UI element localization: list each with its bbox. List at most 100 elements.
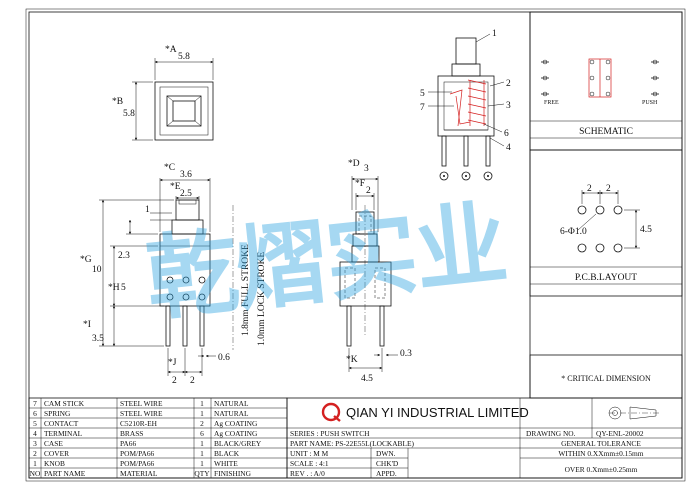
front-view [99, 178, 234, 376]
critical-dimension-note: * CRITICAL DIMENSION [561, 374, 651, 383]
bom-cell-no: 7 [33, 399, 37, 408]
dim-03-value: 0.3 [400, 349, 412, 359]
pcb-frame [529, 149, 683, 297]
title-block-grid [286, 397, 683, 479]
dim-c-label: *C [164, 163, 175, 173]
bom-cell-part-name: KNOB [44, 459, 65, 468]
company-logo-icon [321, 402, 341, 422]
bom-cell-no: 2 [33, 449, 37, 458]
lock-stroke-label: 1.0mm LOCK STROKE [257, 252, 267, 346]
bom-cell-qty: 1 [200, 449, 204, 458]
dim-i-label: *I [83, 320, 91, 330]
bom-cell-material: BRASS [120, 429, 143, 438]
bom-cell-qty: 1 [200, 459, 204, 468]
bom-header-qty: QTY [194, 469, 210, 478]
tb-drawing-no-label: DRAWING NO. [526, 429, 576, 438]
bom-cell-qty: 1 [200, 439, 204, 448]
bom-cell-material: PA66 [120, 439, 136, 448]
bom-cell-part-name: COVER [44, 449, 69, 458]
dim-23-value: 2.3 [118, 251, 130, 261]
dim-d-label: *D [348, 159, 360, 169]
full-stroke-label: 1.8mm FULL STROKE [241, 244, 251, 336]
tb-rev: REV . : A/0 [290, 469, 325, 478]
dim-f-value: 2 [366, 186, 371, 196]
callout-2: 2 [506, 79, 511, 89]
schematic-push-label: PUSH [642, 100, 658, 106]
tb-tolerance-over: OVER 0.Xmm±0.25mm [565, 465, 638, 474]
bom-cell-no: 4 [33, 429, 37, 438]
top-view [132, 58, 214, 141]
tb-scale: SCALE : 4:1 [290, 459, 329, 468]
bom-header-material: MATERIAL [120, 469, 158, 478]
bom-cell-finishing: Ag COATING [214, 429, 258, 438]
section-view [428, 33, 505, 181]
bom-header-no: NO [30, 469, 41, 478]
dim-g-value: 10 [92, 265, 102, 275]
bom-cell-part-name: CONTACT [44, 419, 79, 428]
dim-j-label: *J [168, 358, 177, 368]
bom-cell-finishing: NATURAL [214, 409, 249, 418]
dim-i-value: 3.5 [92, 334, 104, 344]
schematic-symbols [530, 58, 682, 139]
dim-e-label: *E [170, 182, 181, 192]
bom-cell-no: 6 [33, 409, 37, 418]
dim-h-label: *H [108, 283, 120, 293]
bom-cell-no: 5 [33, 419, 37, 428]
pcb-layout-drawing [530, 190, 682, 285]
tb-series: SERIES : PUSH SWITCH [290, 429, 370, 438]
tb-dwn: DWN. [376, 449, 396, 458]
bom-cell-material: STEEL WIRE [120, 409, 163, 418]
callout-3: 3 [506, 101, 511, 111]
pcb-title: P.C.B.LAYOUT [575, 273, 637, 283]
dim-06-value: 0.6 [218, 353, 230, 363]
front-pitch-2: 2 [190, 376, 195, 386]
dim-c-value: 3.6 [180, 170, 192, 180]
bom-cell-part-name: CAM STICK [44, 399, 85, 408]
tb-part-name: PART NAME: PS-22E55L(LOCKABLE) [290, 439, 415, 448]
bom-cell-finishing: WHITE [214, 459, 238, 468]
bom-cell-qty: 6 [200, 429, 204, 438]
dim-a-label: *A [165, 45, 177, 55]
watermark-text: 乾熠实业 [141, 190, 510, 334]
tb-tolerance-within: WITHIN 0.XXmm±0.15mm [558, 449, 643, 458]
dim-k-label: *K [346, 355, 358, 365]
callout-6: 6 [504, 129, 509, 139]
bom-cell-part-name: TERMINAL [44, 429, 83, 438]
bom-cell-no: 1 [33, 459, 37, 468]
company-name: QIAN YI INDUSTRIAL LIMITED [346, 405, 529, 420]
bom-cell-material: POM/PA66 [120, 459, 155, 468]
tb-tolerance-title: GENERAL TOLERANCE [561, 439, 641, 448]
bom-cell-finishing: NATURAL [214, 399, 249, 408]
bom-cell-part-name: CASE [44, 439, 63, 448]
bom-cell-finishing: BLACK [214, 449, 240, 458]
bom-cell-finishing: Ag COATING [214, 419, 258, 428]
dim-1-value: 1 [145, 205, 150, 215]
bom-cell-no: 3 [33, 439, 37, 448]
callout-4: 4 [506, 143, 511, 153]
callout-1: 1 [492, 29, 497, 39]
dim-k-value: 4.5 [361, 374, 373, 384]
dim-d-value: 3 [364, 164, 369, 174]
bom-cell-qty: 2 [200, 419, 204, 428]
callout-5: 5 [420, 89, 425, 99]
dim-b-value: 5.8 [123, 109, 135, 119]
front-pitch-1: 2 [172, 376, 177, 386]
bom-cell-qty: 1 [200, 409, 204, 418]
bom-cell-qty: 1 [200, 399, 204, 408]
bom-cell-material: C5210R-EH [120, 419, 158, 428]
tb-drawing-no-value: QY-ENL-20002 [596, 429, 644, 438]
bom-cell-material: STEEL WIRE [120, 399, 163, 408]
side-view [339, 176, 398, 372]
dim-e-value: 2.5 [180, 189, 192, 199]
bom-cell-material: POM/PA66 [120, 449, 155, 458]
schematic-free-label: FREE [544, 100, 559, 106]
bom-cell-finishing: BLACK/GREY [214, 439, 262, 448]
bom-cell-part-name: SPRING [44, 409, 71, 418]
pcb-pitch-2: 2 [606, 184, 611, 194]
schematic-title: SCHEMATIC [579, 127, 633, 137]
tb-chkd: CHK'D [376, 459, 399, 468]
dim-g-label: *G [80, 255, 92, 265]
